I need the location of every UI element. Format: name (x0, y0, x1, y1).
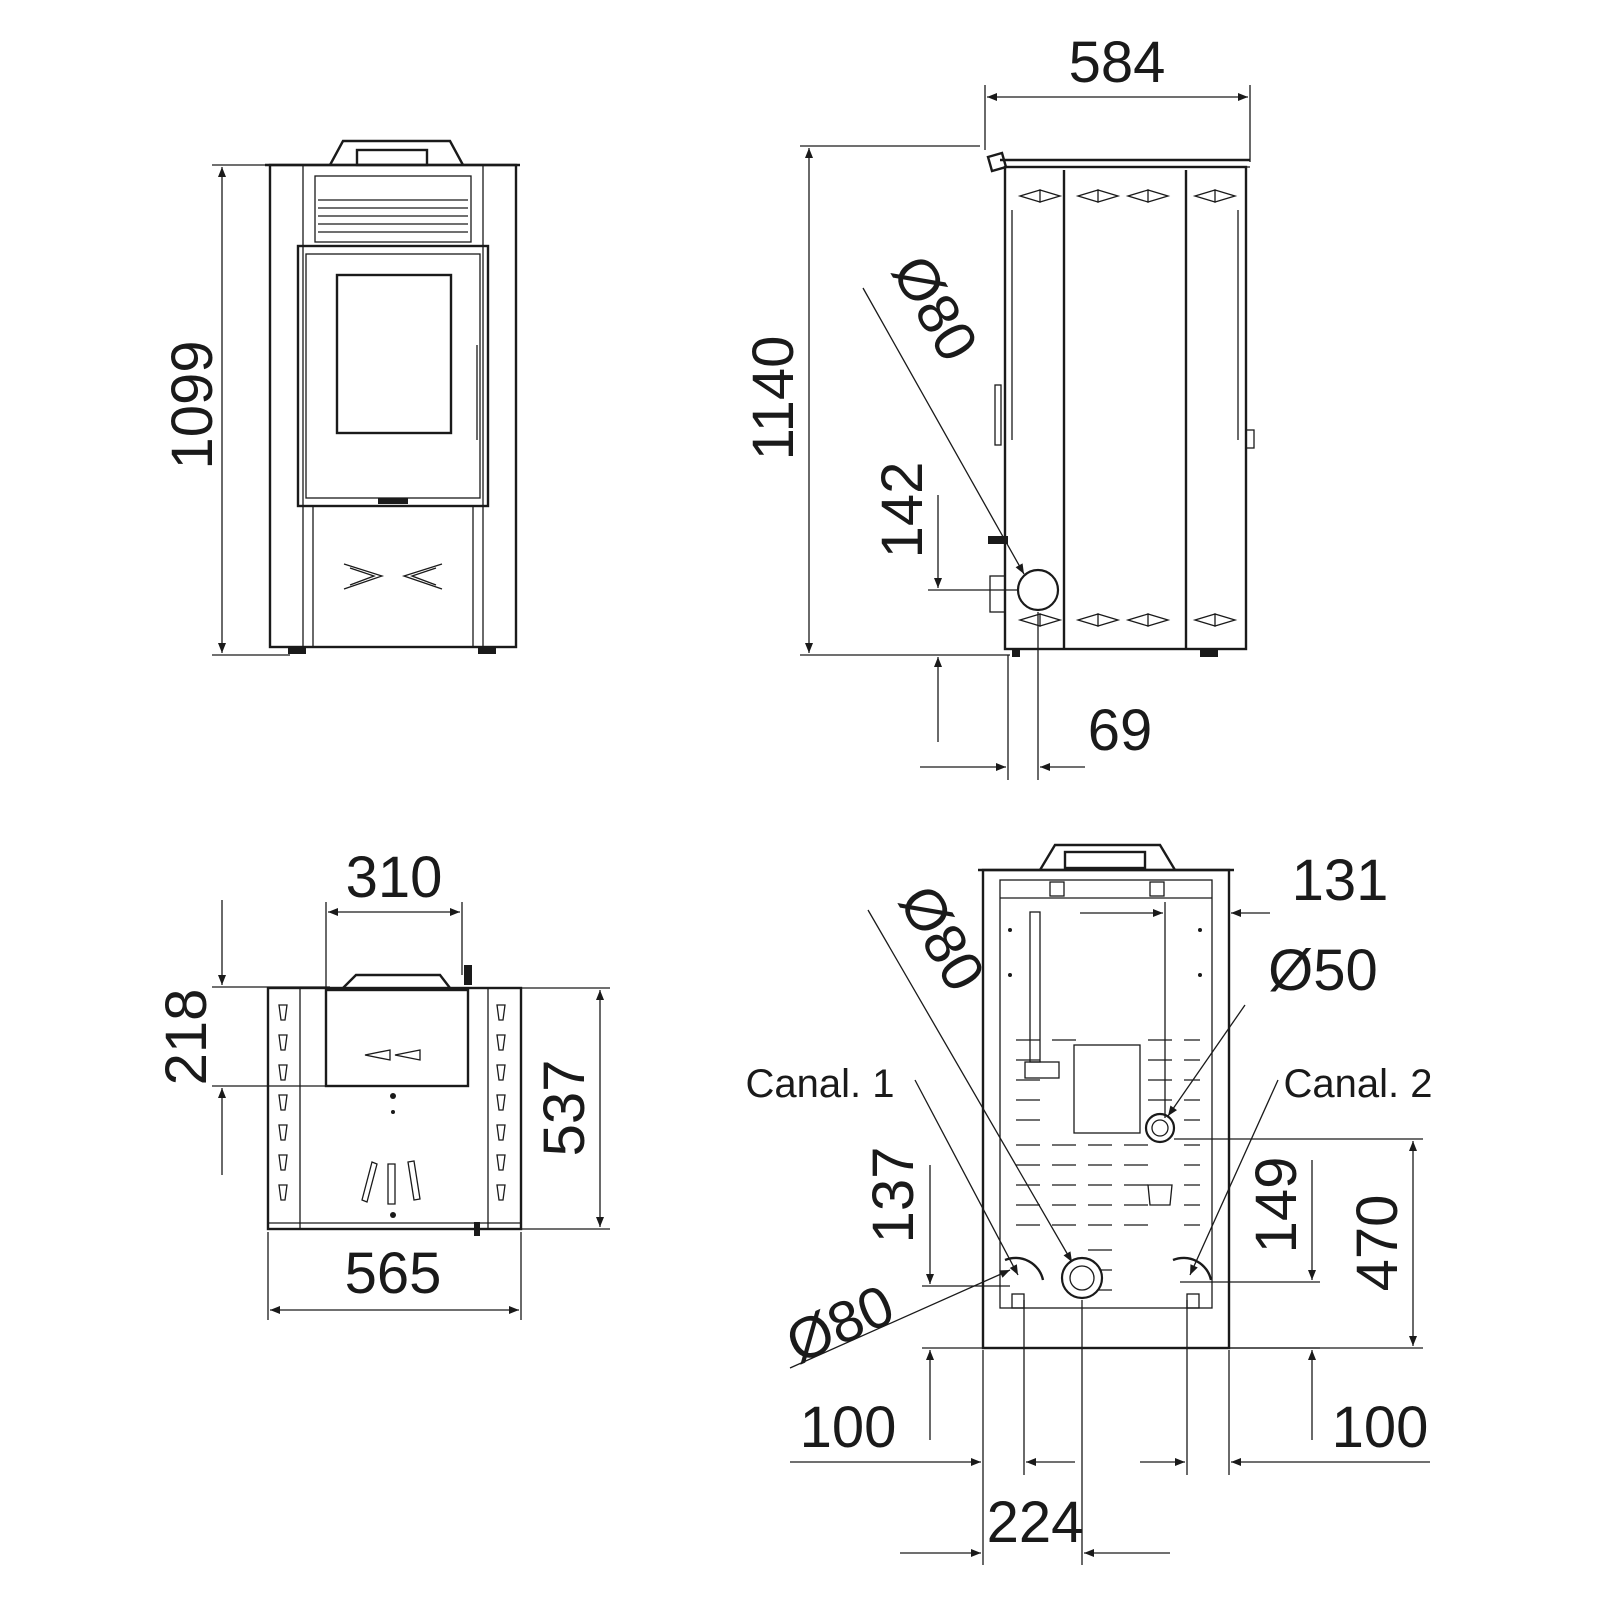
rear-channel-1-height-label: 137 (861, 1147, 926, 1244)
side-depth-label: 584 (1069, 30, 1166, 95)
rear-air-inlet-height-label: 470 (1345, 1195, 1410, 1292)
rear-air-inlet-diameter-label: Ø50 (1268, 938, 1378, 1003)
rear-top-offset-label: 131 (1292, 848, 1389, 913)
side-flue-height-dimension: 142 (870, 462, 1018, 742)
side-height-dimension: 1140 (741, 145, 1010, 656)
top-view-body (266, 965, 523, 1236)
rear-channel-1-label: Canal. 1 (746, 1062, 895, 1106)
top-depth-dimension: 537 (470, 987, 610, 1230)
side-depth-dimension: 584 (984, 30, 1251, 162)
rear-air-inlet-diameter-callout: Ø50 (1167, 938, 1378, 1117)
front-height-label: 1099 (160, 340, 225, 469)
rear-channel-1-callout: Canal. 1 (746, 1062, 1019, 1276)
rear-channel-diameter-callout: Ø80 (777, 1269, 1011, 1376)
top-hopper-depth-dimension: 218 (154, 900, 330, 1175)
top-hopper-width-label: 310 (346, 845, 443, 910)
rear-channel-2-callout: Canal. 2 (1189, 1062, 1433, 1276)
rear-channel-1-height-dimension: 137 (861, 1147, 1010, 1440)
rear-flue-diameter-label: Ø80 (886, 875, 997, 1002)
side-flue-offset-label: 69 (1088, 698, 1153, 763)
rear-channel-2-height-dimension: 149 (1180, 1157, 1320, 1440)
side-height-label: 1140 (741, 336, 806, 461)
rear-channel-2-label: Canal. 2 (1284, 1062, 1433, 1106)
side-flue-height-label: 142 (870, 462, 935, 559)
rear-view: Ø80 131 Ø50 Canal. 1 Canal. 2 137 (746, 843, 1433, 1565)
rear-channel-2-height-label: 149 (1244, 1157, 1309, 1254)
front-view: 1099 (160, 139, 520, 656)
rear-air-inlet-height-dimension: 470 (1174, 1138, 1423, 1349)
rear-channel-1-offset-dimension: 100 (790, 1300, 1075, 1565)
side-flue-offset-dimension: 69 (920, 612, 1152, 780)
top-width-dimension: 565 (267, 1232, 522, 1320)
rear-flue-offset-dimension: 224 (900, 1300, 1170, 1565)
rear-vent-slots (1016, 1039, 1200, 1291)
rear-flue-offset-label: 224 (987, 1490, 1084, 1555)
rear-top-offset-dimension: 131 (1080, 848, 1388, 1118)
front-height-dimension: 1099 (160, 164, 290, 656)
top-hopper-width-dimension: 310 (325, 845, 463, 988)
top-depth-label: 537 (532, 1060, 597, 1157)
rear-channel-2-offset-dimension: 100 (1140, 1300, 1430, 1475)
rear-channel-diameter-label: Ø80 (777, 1272, 904, 1376)
top-hopper-depth-label: 218 (154, 989, 219, 1086)
top-view: 310 218 565 537 (154, 845, 610, 1320)
top-width-label: 565 (345, 1241, 442, 1306)
side-view-body (986, 151, 1255, 657)
front-view-body (265, 139, 520, 654)
side-flue-diameter-label: Ø80 (879, 245, 990, 372)
rear-channel-2-offset-label: 100 (1332, 1395, 1429, 1460)
rear-channel-1-offset-label: 100 (800, 1395, 897, 1460)
side-view: 584 1140 Ø80 142 69 (741, 30, 1255, 780)
